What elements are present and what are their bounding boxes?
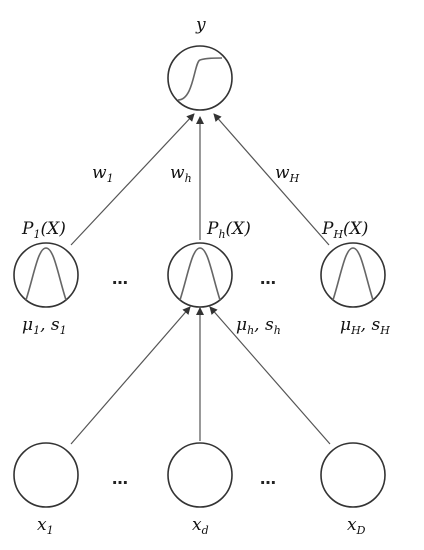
sigmoid-curve-icon — [177, 57, 223, 101]
gaussian-curve-icon — [179, 247, 221, 301]
weight-label-h: wh — [170, 163, 192, 185]
hidden-params-label-h: μh, sh — [236, 315, 281, 337]
input-node-1 — [13, 442, 79, 508]
hidden-params-label-H: μH, sH — [340, 315, 390, 337]
edge-hidden1-output — [70, 113, 195, 246]
hidden-function-label-h: Ph(X) — [206, 219, 251, 241]
gaussian-curve-icon — [332, 247, 374, 301]
input-node-D — [320, 442, 386, 508]
hidden-node-1 — [13, 242, 79, 308]
edge-hiddenH-output — [213, 113, 330, 246]
hidden-ellipsis-right: … — [260, 269, 277, 288]
gaussian-curve-icon — [25, 247, 67, 301]
output-node — [167, 45, 233, 111]
hidden-function-label-H: PH(X) — [321, 219, 368, 241]
edge-input1-hiddenh — [70, 306, 191, 445]
weight-label-1: w1 — [92, 163, 114, 185]
input-node-d — [167, 442, 233, 508]
input-label-D: xD — [347, 515, 366, 537]
hidden-node-H — [320, 242, 386, 308]
hidden-function-label-1: P1(X) — [21, 219, 66, 241]
output-label: y — [195, 15, 206, 35]
hidden-ellipsis-left: … — [112, 269, 129, 288]
hidden-node-h — [167, 242, 233, 308]
weight-label-H: wH — [275, 163, 300, 185]
input-label-1: x1 — [37, 515, 54, 537]
input-ellipsis-right: … — [260, 469, 277, 488]
input-ellipsis-left: … — [112, 469, 129, 488]
hidden-params-label-1: μ1, s1 — [22, 315, 67, 337]
edge-inputD-hiddenh — [209, 306, 331, 445]
input-label-d: xd — [192, 515, 209, 537]
